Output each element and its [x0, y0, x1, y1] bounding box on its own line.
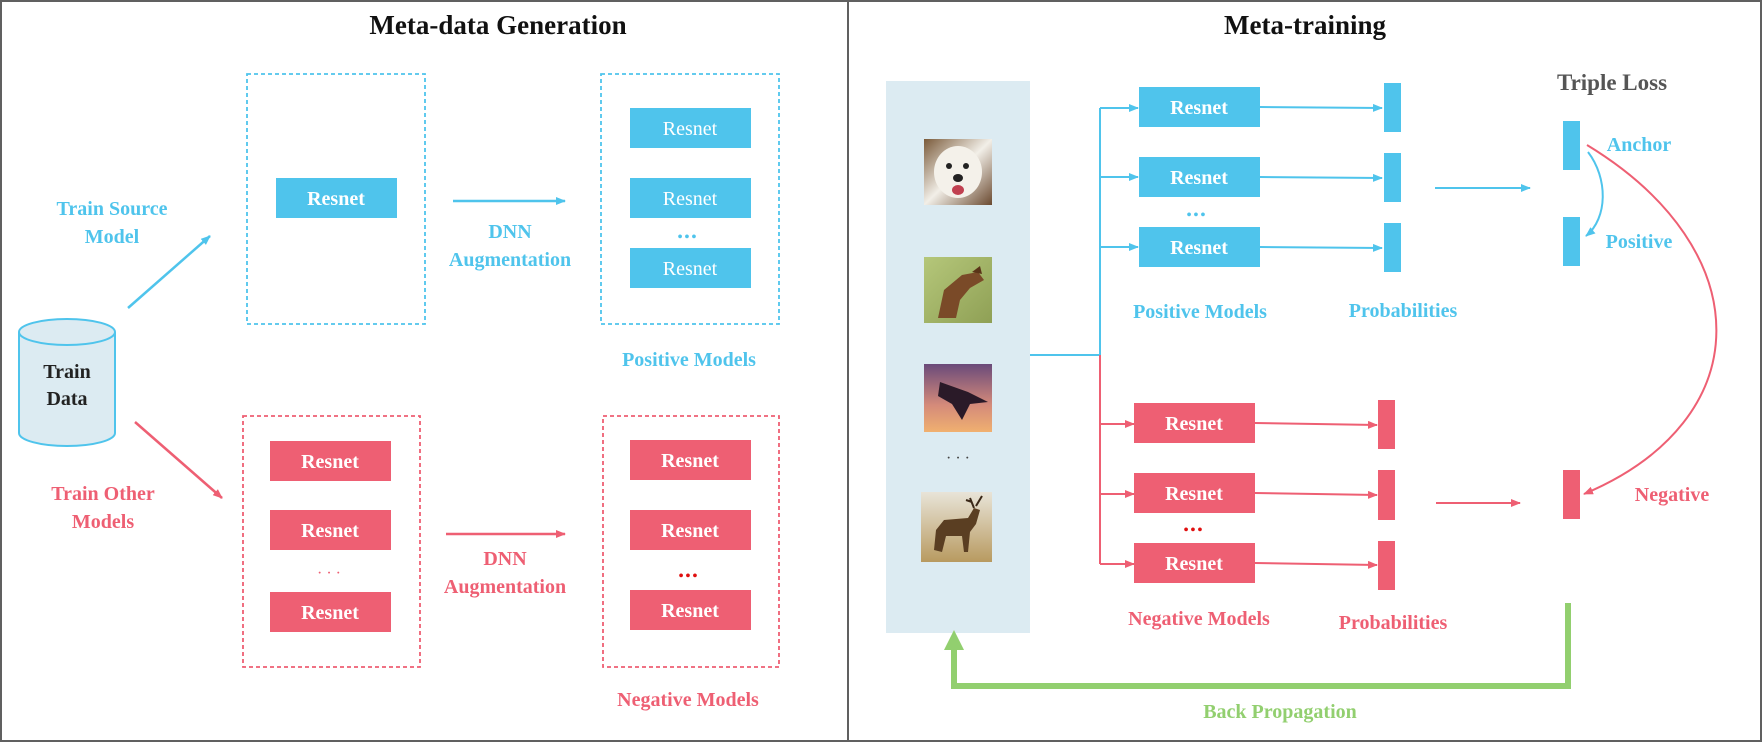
positive-label: Positive: [1606, 231, 1673, 253]
positive-bar: [1563, 217, 1580, 266]
svg-text:Resnet: Resnet: [661, 450, 719, 472]
left-negative-model-2: Resnet: [630, 510, 751, 550]
right-positive-model-1: Resnet: [1139, 87, 1260, 127]
negative-prob-bar-1: [1378, 400, 1395, 449]
negative-prob-bar-3: [1378, 541, 1395, 590]
svg-text:Resnet: Resnet: [1170, 167, 1228, 189]
right-panel-frame: [847, 0, 1762, 742]
train-data-label-line2: Data: [46, 388, 87, 410]
source-resnet-block: [276, 178, 397, 218]
svg-text:Resnet: Resnet: [1170, 97, 1228, 119]
negative-prob-bar-2: [1378, 470, 1395, 520]
train-source-arrow: [127, 235, 211, 309]
anchor-to-positive-arrow: [1585, 151, 1604, 237]
svg-text:Resnet: Resnet: [301, 602, 359, 624]
train-other-label-line1: Train Other: [51, 483, 155, 505]
right-negative-model-3: Resnet: [1134, 543, 1255, 583]
svg-text:Resnet: Resnet: [1165, 553, 1223, 575]
probabilities-top-label: Probabilities: [1349, 300, 1458, 322]
right-positive-model-3: Resnet: [1139, 227, 1260, 267]
svg-text:Resnet: Resnet: [1165, 413, 1223, 435]
left-negative-model-3: Resnet: [630, 590, 751, 630]
svg-text:Resnet: Resnet: [301, 451, 359, 473]
dnn-aug-bottom-line2: Augmentation: [444, 576, 566, 598]
right-negative-model-1: Resnet: [1134, 403, 1255, 443]
negative-bar: [1563, 470, 1580, 519]
svg-text:Resnet: Resnet: [1170, 237, 1228, 259]
left-negative-ellipsis: •••: [679, 569, 700, 584]
left-positive-model-2: Resnet: [630, 178, 751, 218]
other-model-1: Resnet: [270, 441, 391, 481]
other-model-3: Resnet: [270, 592, 391, 632]
negative-prob-arrows: [1254, 420, 1378, 569]
positive-prob-arrows: [1259, 103, 1383, 252]
right-panel-title: Meta-training: [1224, 10, 1386, 40]
right-positive-model-2: Resnet: [1139, 157, 1260, 197]
dnn-aug-bottom-line1: DNN: [483, 548, 527, 570]
svg-text:Resnet: Resnet: [663, 118, 718, 140]
source-model-box: [246, 73, 426, 325]
dnn-aug-top-line2: Augmentation: [449, 249, 571, 271]
left-negative-model-1: Resnet: [630, 440, 751, 480]
probabilities-bottom-label: Probabilities: [1339, 612, 1448, 634]
svg-text:Resnet: Resnet: [661, 600, 719, 622]
left-positive-models-caption: Positive Models: [622, 349, 756, 371]
left-panel-title: Meta-data Generation: [369, 10, 626, 40]
left-positive-ellipsis: •••: [678, 230, 699, 245]
svg-text:Resnet: Resnet: [1165, 483, 1223, 505]
right-negative-model-2: Resnet: [1134, 473, 1255, 513]
back-propagation-label: Back Propagation: [1203, 701, 1357, 723]
dog-image: [924, 139, 992, 205]
horse-image: [924, 257, 992, 323]
other-models-ellipsis: · · ·: [317, 565, 341, 582]
airplane-image: [924, 364, 992, 432]
triple-loss-title: Triple Loss: [1557, 70, 1667, 95]
train-other-arrow: [134, 421, 223, 499]
left-positive-models-box: [600, 73, 780, 325]
anchor-to-negative-arrow: [1583, 144, 1718, 495]
anchor-label: Anchor: [1607, 134, 1672, 156]
deer-image: [921, 492, 992, 562]
right-positive-models-caption: Positive Models: [1133, 301, 1267, 323]
left-negative-models-box: [602, 415, 780, 668]
svg-text:Resnet: Resnet: [663, 258, 718, 280]
images-ellipsis: · · ·: [946, 450, 970, 467]
source-resnet-label: Resnet: [307, 188, 365, 210]
svg-text:Resnet: Resnet: [301, 520, 359, 542]
svg-text:Resnet: Resnet: [663, 188, 718, 210]
train-other-label-line2: Models: [72, 511, 134, 533]
train-source-label-line2: Model: [85, 226, 140, 248]
positive-prob-bar-1: [1384, 83, 1401, 132]
anchor-bar: [1563, 121, 1580, 170]
train-data-label-line1: Train: [43, 361, 90, 383]
negative-label: Negative: [1635, 484, 1710, 506]
left-negative-models-caption: Negative Models: [617, 689, 759, 711]
back-propagation-arrow: [944, 603, 1571, 689]
left-positive-model-3: Resnet: [630, 248, 751, 288]
train-data-cylinder: Train Data: [18, 318, 116, 447]
positive-prob-bar-2: [1384, 153, 1401, 202]
right-negative-ellipsis: •••: [1184, 523, 1205, 538]
branch-connectors: [1030, 104, 1139, 568]
dnn-aug-top-line1: DNN: [488, 221, 532, 243]
other-models-box: [242, 415, 421, 668]
right-negative-models-caption: Negative Models: [1128, 608, 1270, 630]
right-positive-ellipsis: •••: [1187, 208, 1208, 223]
svg-text:Resnet: Resnet: [661, 520, 719, 542]
other-model-2: Resnet: [270, 510, 391, 550]
positive-prob-bar-3: [1384, 223, 1401, 272]
train-source-label-line1: Train Source: [57, 198, 168, 220]
left-positive-model-1: Resnet: [630, 108, 751, 148]
